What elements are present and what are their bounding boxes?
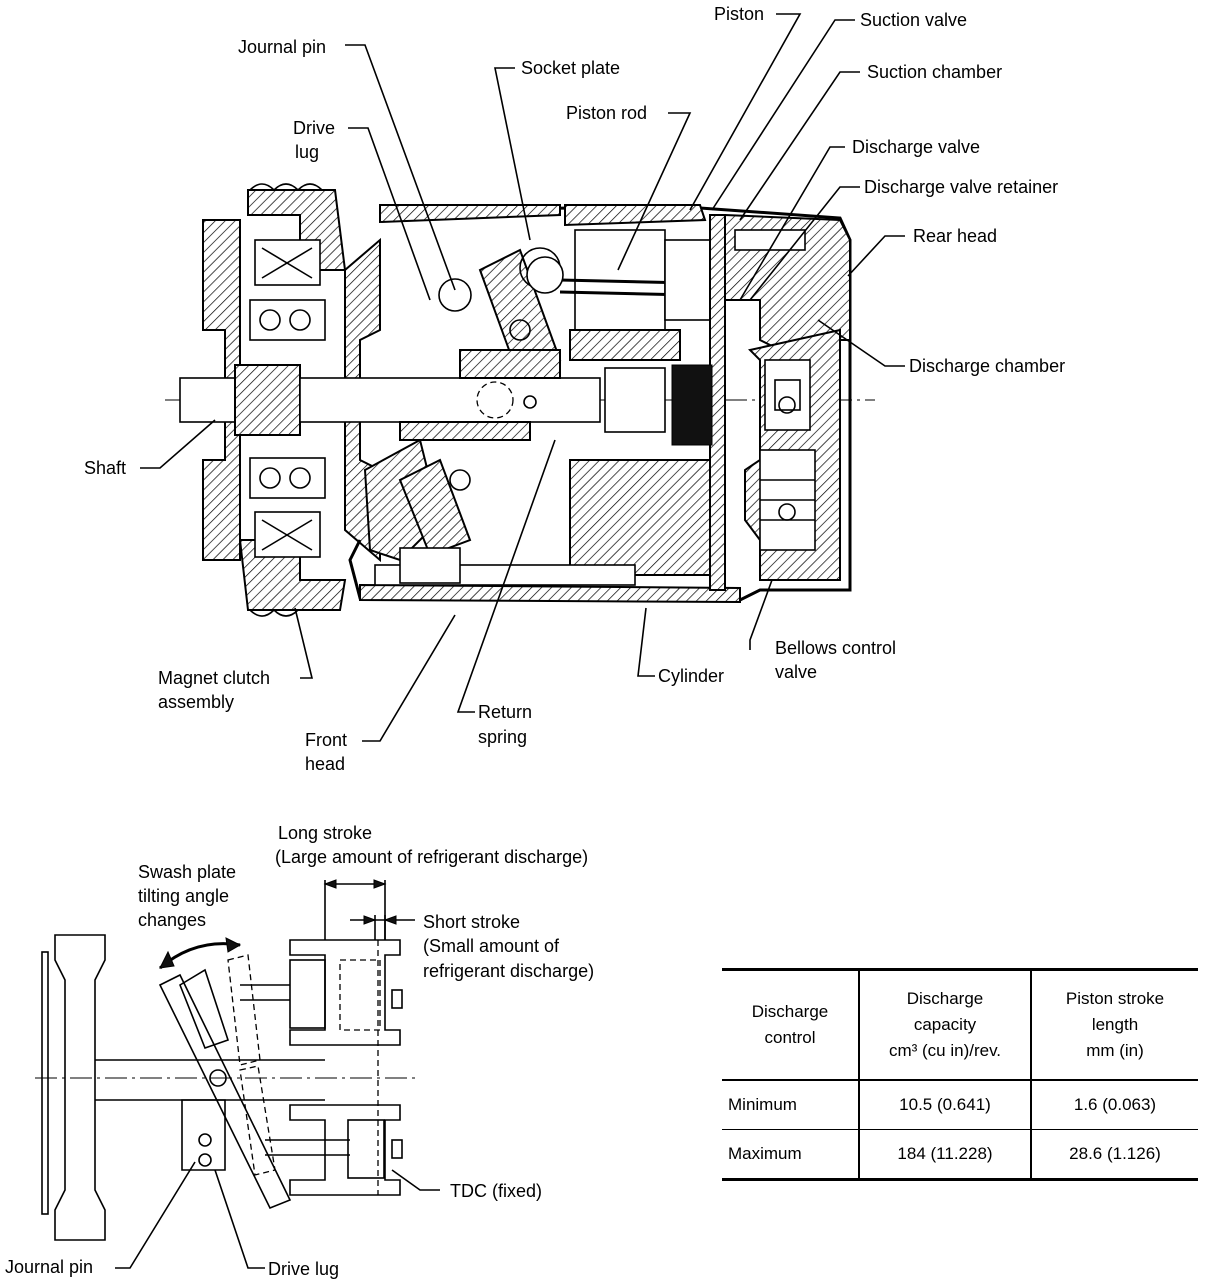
- label-swash-1: Swash plate: [138, 862, 236, 882]
- label-suction-valve: Suction valve: [860, 10, 967, 30]
- cell-capacity: 184 (11.228): [858, 1129, 1031, 1180]
- table-row: Minimum 10.5 (0.641) 1.6 (0.063): [722, 1079, 1198, 1130]
- table-header-row: Discharge control Discharge capacity cm³…: [722, 969, 1198, 1080]
- label-piston: Piston: [714, 4, 764, 24]
- label-journal-pin: Journal pin: [238, 37, 326, 57]
- discharge-spec-table: Discharge control Discharge capacity cm³…: [722, 968, 1198, 1181]
- label-discharge-valve-retainer: Discharge valve retainer: [864, 177, 1058, 197]
- cell-control: Maximum: [728, 1144, 802, 1163]
- label-drive-lug-1: Drive: [293, 118, 335, 138]
- label-shaft: Shaft: [84, 458, 126, 478]
- label-magnet-clutch-2: assembly: [158, 692, 234, 712]
- label-magnet-clutch-1: Magnet clutch: [158, 668, 270, 688]
- lower-labels: Long stroke (Large amount of refrigerant…: [5, 823, 594, 1279]
- label-drive-lug-2: lug: [295, 142, 319, 162]
- label-bellows-1: Bellows control: [775, 638, 896, 658]
- stroke-schematic: [35, 879, 440, 1269]
- header-discharge-capacity: Discharge capacity cm³ (cu in)/rev.: [858, 969, 1031, 1080]
- label-socket-plate: Socket plate: [521, 58, 620, 78]
- upper-labels: Piston Suction valve Suction chamber Jou…: [84, 4, 1065, 774]
- label-swash-3: changes: [138, 910, 206, 930]
- label-short-stroke-2: (Small amount of: [423, 936, 560, 956]
- label-cylinder: Cylinder: [658, 666, 724, 686]
- label-bellows-2: valve: [775, 662, 817, 682]
- label-journal-pin-lower: Journal pin: [5, 1257, 93, 1277]
- label-short-stroke-1: Short stroke: [423, 912, 520, 932]
- table-row: Maximum 184 (11.228) 28.6 (1.126): [722, 1129, 1198, 1180]
- label-front-head-2: head: [305, 754, 345, 774]
- label-suction-chamber: Suction chamber: [867, 62, 1002, 82]
- label-swash-2: tilting angle: [138, 886, 229, 906]
- label-long-stroke-2: (Large amount of refrigerant discharge): [275, 847, 588, 867]
- label-drive-lug-lower: Drive lug: [268, 1259, 339, 1279]
- compressor-cross-section: [165, 183, 875, 617]
- label-piston-rod: Piston rod: [566, 103, 647, 123]
- header-discharge-control: Discharge control: [751, 1001, 829, 1047]
- label-long-stroke-1: Long stroke: [278, 823, 372, 843]
- cell-stroke: 28.6 (1.126): [1030, 1129, 1198, 1180]
- label-return-spring-2: spring: [478, 727, 527, 747]
- label-rear-head: Rear head: [913, 226, 997, 246]
- label-front-head-1: Front: [305, 730, 347, 750]
- cell-stroke: 1.6 (0.063): [1030, 1079, 1198, 1130]
- cell-control: Minimum: [728, 1094, 797, 1114]
- header-piston-stroke: Piston stroke length mm (in): [1030, 969, 1198, 1080]
- upper-leader-lines: [140, 13, 905, 742]
- label-discharge-chamber: Discharge chamber: [909, 356, 1065, 376]
- cell-capacity: 10.5 (0.641): [858, 1079, 1031, 1130]
- label-tdc: TDC (fixed): [450, 1181, 542, 1201]
- label-discharge-valve: Discharge valve: [852, 137, 980, 157]
- label-return-spring-1: Return: [478, 702, 532, 722]
- label-short-stroke-3: refrigerant discharge): [423, 961, 594, 981]
